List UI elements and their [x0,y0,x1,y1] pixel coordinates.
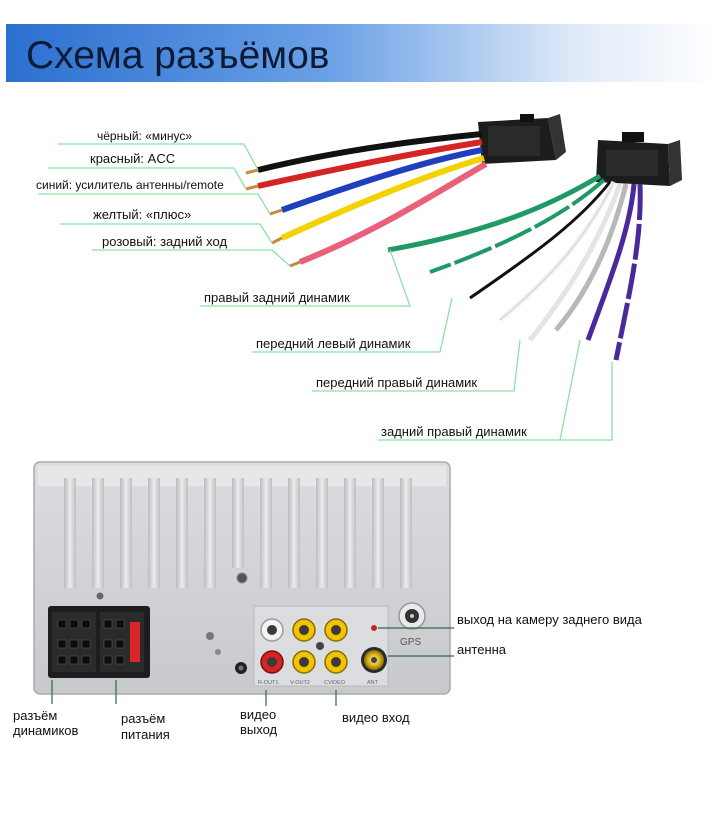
callout-video-in: видео вход [342,710,410,725]
callout-speaker-connector-line2: динамиков [13,723,79,738]
jack-label-rout1: R-OUT1 [258,680,278,686]
power-harness-connector [478,114,566,164]
label-yellow-wire: желтый: «плюс» [93,207,191,222]
title-banner: Схема разъёмов [6,24,718,82]
wire-blue [281,147,483,213]
label-pink-wire: розовый: задний ход [102,234,227,249]
callout-speaker-connector-line1: разъём [13,708,57,723]
iso-connector [48,606,150,678]
callout-video-out-line2: выход [240,722,278,737]
screw-hole [96,592,104,600]
wire-black-thin [469,181,612,300]
label-front-left-speaker: передний левый динамик [256,336,411,351]
label-front-right-speaker: передний правый динамик [316,375,477,390]
screw-hole [215,649,221,655]
speaker-wire-leaders [200,249,613,441]
title-banner-bg [6,24,718,82]
label-rear-right-speaker: правый задний динамик [204,290,350,305]
callout-camera-output: выход на камеру заднего вида [457,612,643,627]
wire-pink [298,161,488,265]
label-blue-wire: синий: усилитель антенны/remote [36,178,224,192]
jack-label-ant: ANT [367,680,379,686]
callout-power-connector-line1: разъём [121,711,165,726]
wire-green [387,173,602,253]
cooling-fins [64,478,412,588]
page-title: Схема разъёмов [26,34,330,77]
callout-power-connector-line2: питания [121,727,170,742]
wire-green-striped [429,178,606,274]
wire-white-striped [528,183,623,342]
head-unit-back-panel: R-OUT1 V-OUT2 CVIDEO ANT GPS [33,461,451,695]
speaker-harness-connector [596,132,682,186]
wire-grey [554,183,629,332]
gps-label: GPS [400,637,421,648]
label-black-wire: чёрный: «минус» [97,129,192,143]
power-socket-latch [130,622,140,662]
screw-hole [206,632,214,640]
wire-white [498,180,617,322]
callout-video-out-line1: видео [240,707,276,722]
label-red-wire: красный: ACC [90,151,175,166]
wiring-harness: чёрный: «минус» красный: ACC синий: усил… [36,114,682,441]
power-wires [245,131,488,268]
rca-jacks [260,618,348,674]
wire-black [257,131,483,173]
panel-callouts: выход на камеру заднего вида антенна раз… [13,612,643,742]
callout-antenna: антенна [457,642,507,657]
camera-output-pin [371,625,377,631]
jack-label-cvideo: CVIDEO [324,680,346,686]
wire-red [257,139,483,189]
wire-purple [585,183,637,341]
speaker-wires [387,173,643,361]
jack-label-vout2: V-OUT2 [290,680,310,686]
wire-yellow [280,155,485,241]
center-screw [316,642,324,650]
screw-hole [236,572,248,584]
wire-purple-striped [613,183,643,361]
label-rear-right-speaker-2: задний правый динамик [381,424,527,439]
power-wire-leaders [38,143,291,267]
